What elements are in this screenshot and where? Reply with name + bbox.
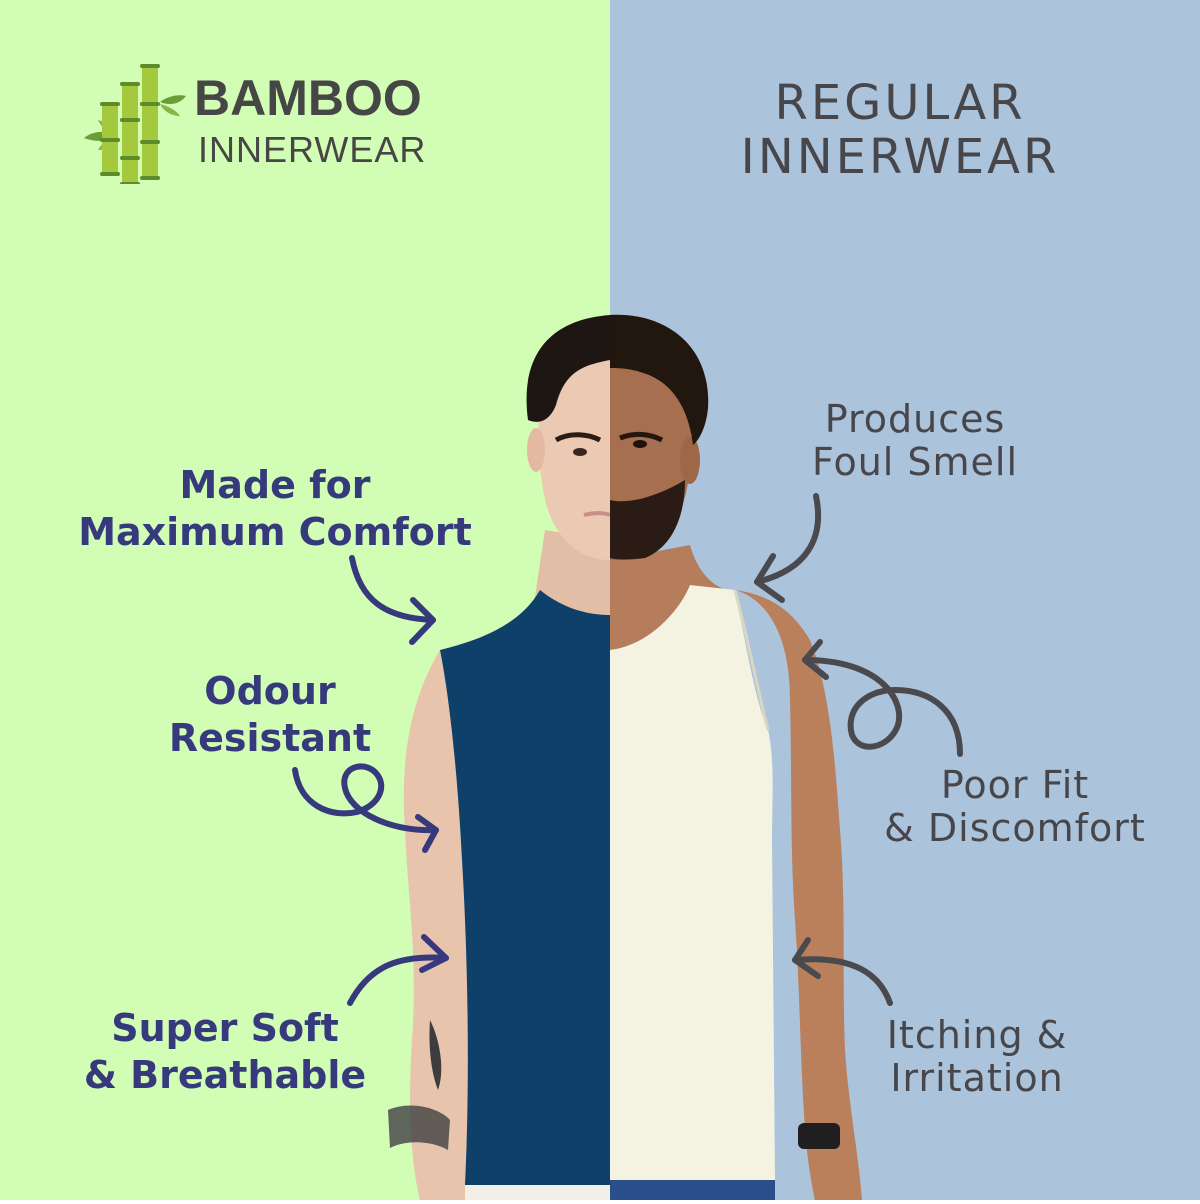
drawback-line-1: Poor Fit [940, 763, 1090, 807]
arrow-icon-maximum-comfort [349, 555, 436, 645]
loop-arrow-icon-odour-resistant [292, 763, 439, 853]
arrow-icon-itching [792, 937, 893, 1006]
loop-arrow-icon-poor-fit [802, 639, 963, 757]
drawback-poor-fit: Poor Fit & Discomfort [860, 764, 1170, 850]
benefit-super-soft-breathable: Super Soft & Breathable [55, 1005, 395, 1099]
benefit-line-1: Odour [204, 669, 336, 713]
regular-innerwear-heading: REGULAR INNERWEAR [700, 76, 1100, 184]
benefit-line-2: Maximum Comfort [78, 510, 472, 554]
benefit-line-1: Made for [179, 463, 371, 507]
drawback-foul-smell: Produces Foul Smell [790, 398, 1040, 484]
arrow-icon-foul-smell [754, 493, 822, 603]
benefit-line-2: Resistant [168, 716, 372, 760]
logo-brand-name: BAMBOO [194, 70, 422, 126]
logo-brand-subtitle: INNERWEAR [198, 129, 427, 170]
drawback-line-2: & Discomfort [884, 806, 1146, 850]
bamboo-icon [84, 64, 186, 184]
arrow-icon-super-soft [347, 934, 449, 1006]
drawback-line-2: Irritation [890, 1056, 1064, 1100]
benefit-odour-resistant: Odour Resistant [140, 668, 400, 762]
benefit-line-1: Super Soft [111, 1006, 339, 1050]
benefit-line-2: & Breathable [83, 1053, 367, 1097]
heading-line-1: REGULAR [774, 75, 1026, 131]
drawback-line-1: Produces [824, 397, 1006, 441]
benefit-maximum-comfort: Made for Maximum Comfort [40, 462, 510, 556]
drawback-line-2: Foul Smell [811, 440, 1019, 484]
heading-line-2: INNERWEAR [740, 129, 1060, 185]
drawback-line-1: Itching & [886, 1013, 1068, 1057]
drawback-itching-irritation: Itching & Irritation [862, 1014, 1092, 1100]
bamboo-innerwear-logo: BAMBOO INNERWEAR [82, 64, 482, 184]
